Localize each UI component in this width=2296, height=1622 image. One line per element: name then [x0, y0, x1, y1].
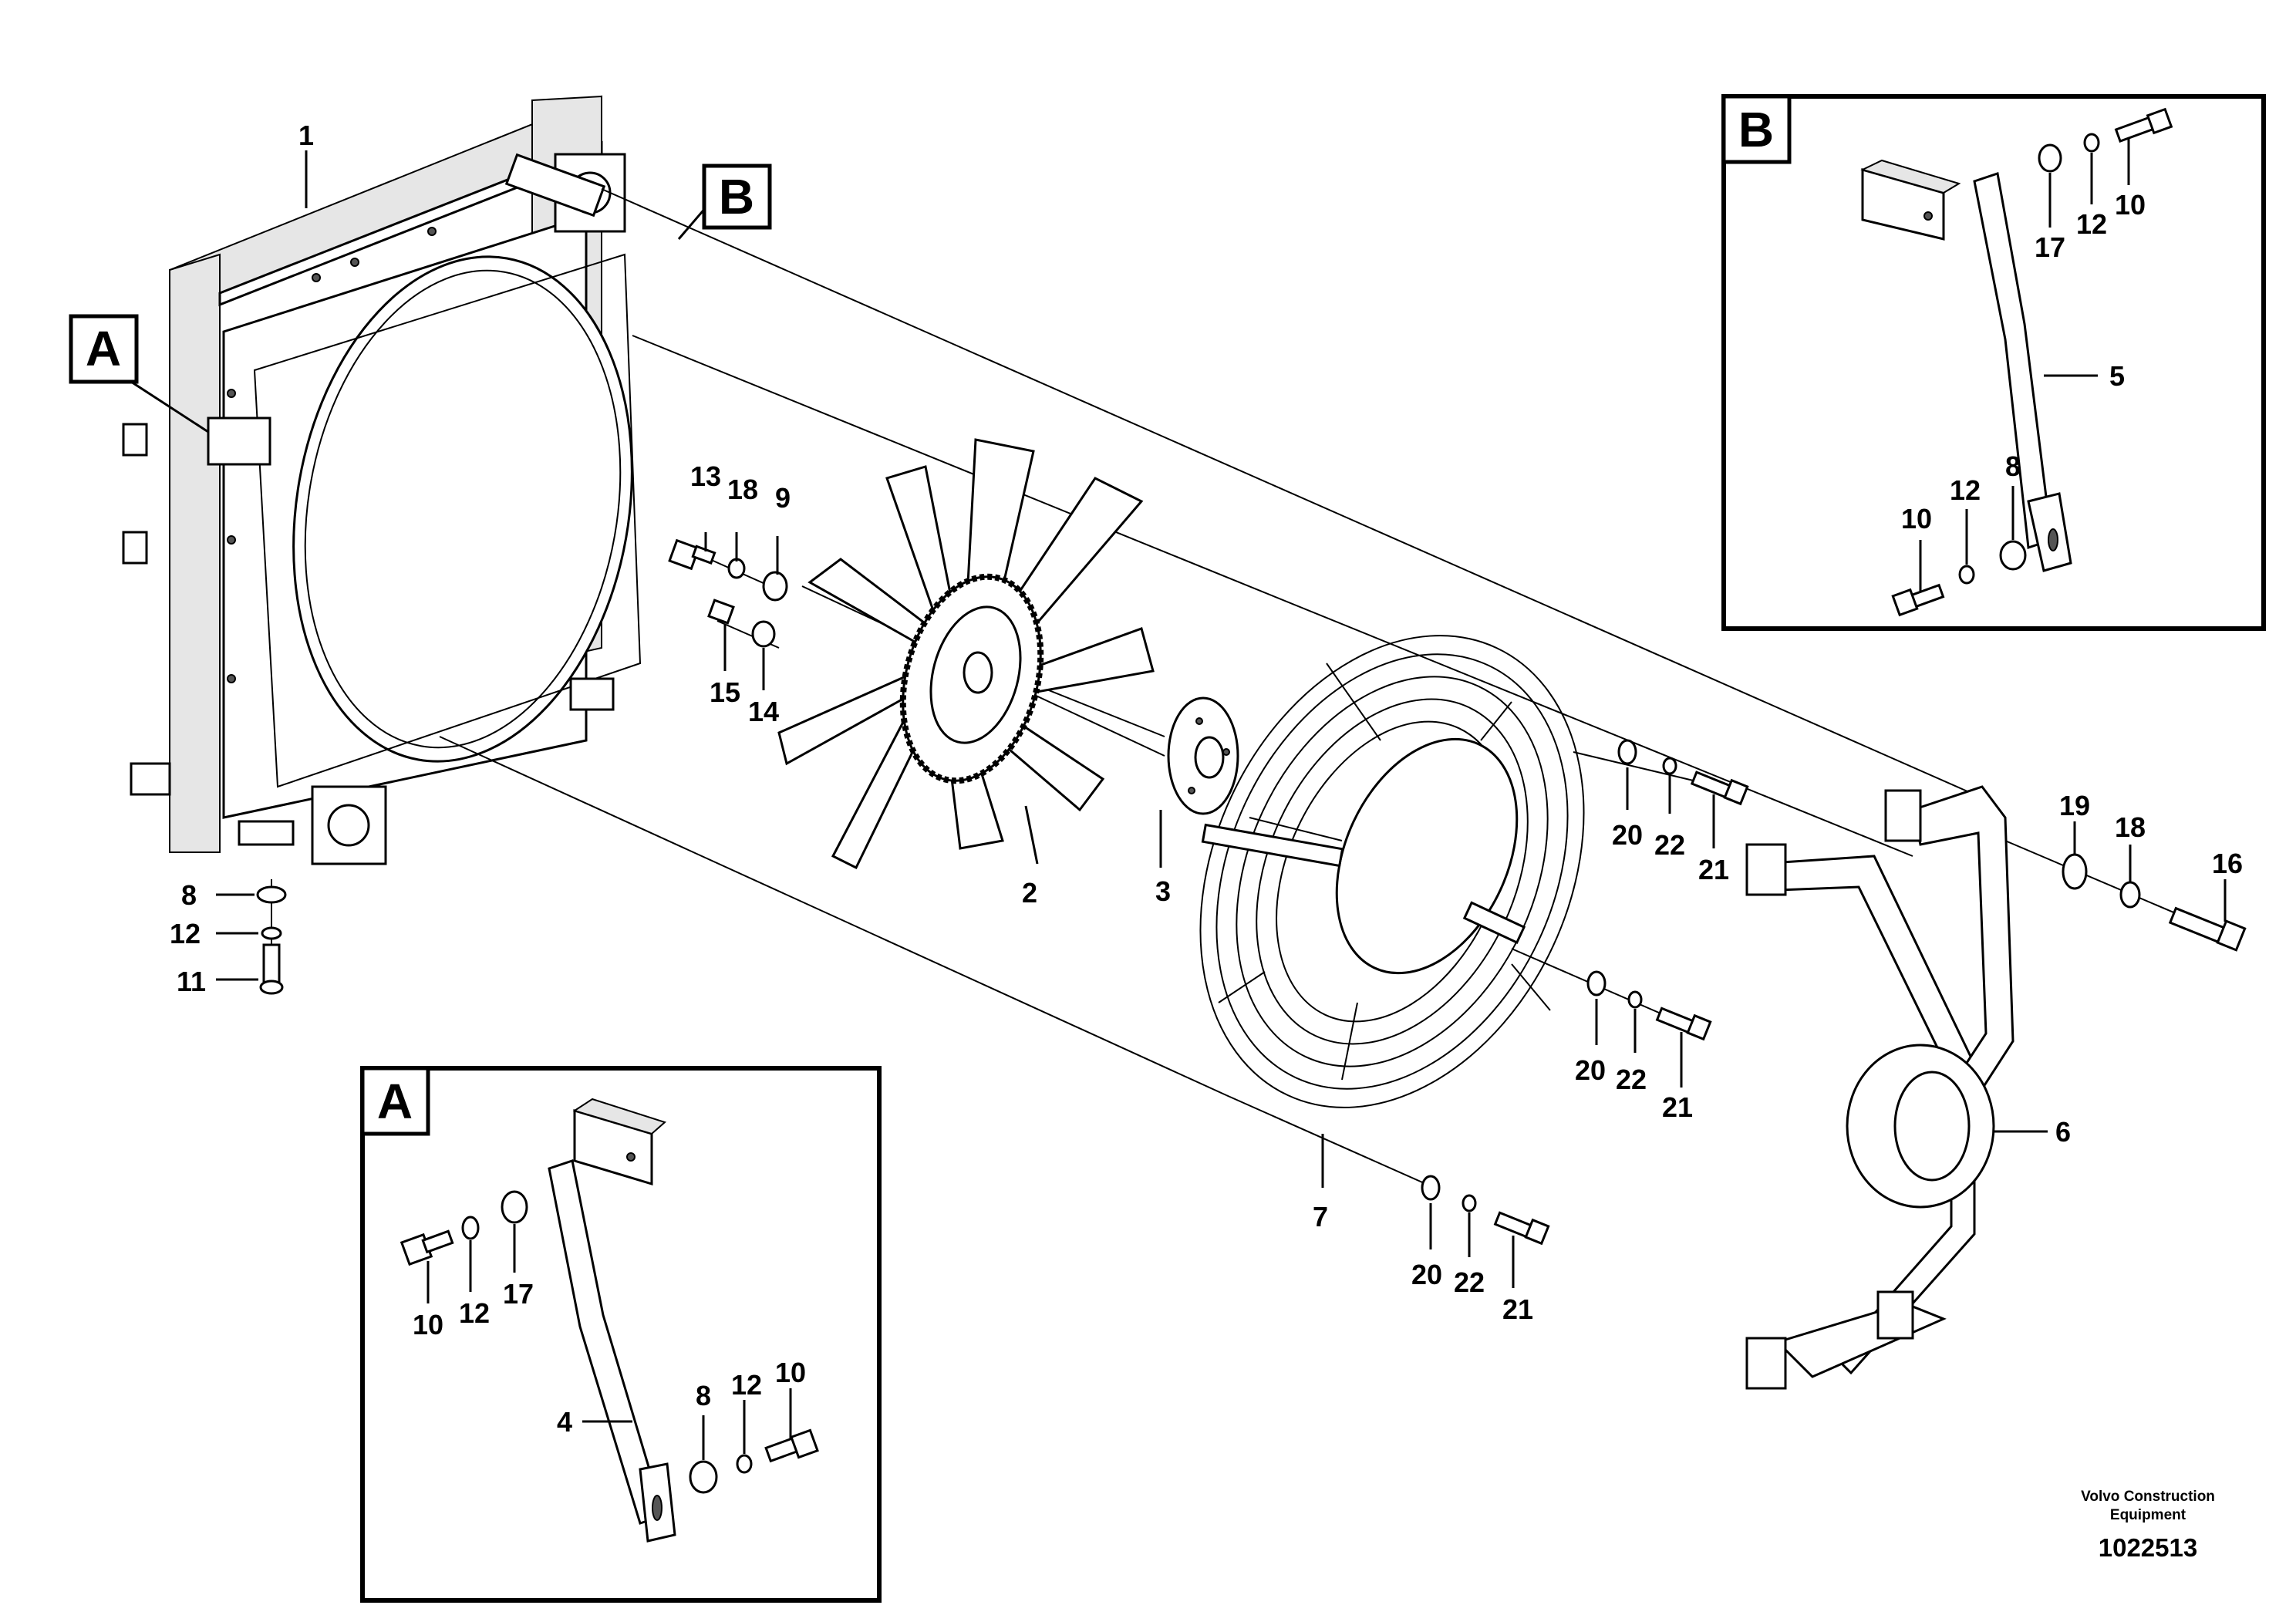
fastener-group-2 [1586, 970, 1712, 1088]
callout-3: 3 [1155, 875, 1171, 907]
callout-1: 1 [298, 120, 314, 151]
fastener-group-1 [1617, 739, 1749, 848]
callout-12: 12 [170, 918, 201, 949]
callout-20-g3: 20 [1411, 1259, 1442, 1290]
brand-line-2: Equipment [2110, 1507, 2186, 1523]
callout-11: 11 [177, 966, 206, 997]
detail-a-callout-8: 8 [696, 1380, 711, 1411]
detail-a-callout-10-lower: 10 [775, 1357, 806, 1388]
callout-18-fan: 18 [727, 474, 758, 505]
callout-13: 13 [690, 460, 721, 492]
detail-view-a-letter: A [377, 1074, 413, 1129]
callout-labels: 1 2 3 6 7 8 12 11 13 18 9 15 14 20 22 21… [170, 120, 2243, 1325]
callout-20-g1: 20 [1612, 819, 1643, 851]
callout-2: 2 [1022, 877, 1037, 909]
callout-15: 15 [710, 676, 740, 708]
fastener-stack-fan [668, 532, 788, 690]
detail-view-a: A 10 12 17 4 8 12 10 [360, 1066, 882, 1603]
detail-view-b: B 17 12 10 5 10 12 8 [1721, 94, 2266, 631]
callout-21-g3: 21 [1502, 1293, 1533, 1325]
callout-22-g3: 22 [1454, 1266, 1485, 1298]
callout-18-bracket: 18 [2115, 811, 2146, 843]
callout-21-g1: 21 [1698, 854, 1729, 885]
detail-a-callout-12-lower: 12 [731, 1369, 762, 1401]
detail-a-callout-17: 17 [503, 1278, 534, 1310]
fan-guard [1199, 635, 1585, 1108]
detail-view-b-letter: B [1738, 102, 1774, 157]
fan-hub [1167, 696, 1239, 815]
view-tag-a-main-letter: A [86, 321, 121, 376]
detail-b-callout-5: 5 [2109, 360, 2125, 392]
fastener-stack-radiator [216, 885, 287, 995]
callout-22-g2: 22 [1616, 1064, 1647, 1095]
detail-b-callout-17: 17 [2035, 231, 2065, 263]
callout-22-g1: 22 [1654, 829, 1685, 861]
callout-9: 9 [775, 482, 791, 514]
detail-b-callout-10: 10 [2115, 189, 2146, 221]
detail-a-callout-10: 10 [413, 1309, 443, 1340]
callout-21-g2: 21 [1662, 1091, 1693, 1123]
detail-a-callout-4: 4 [557, 1406, 572, 1438]
footer: Volvo Construction Equipment 1022513 [2081, 1489, 2215, 1562]
detail-b-callout-8: 8 [2005, 450, 2021, 482]
callout-20-g2: 20 [1575, 1054, 1606, 1086]
callout-14: 14 [748, 696, 779, 727]
detail-b-callout-12: 12 [2076, 208, 2107, 240]
fastener-group-3 [1421, 1175, 1550, 1288]
fastener-stack-bracket [2062, 821, 2247, 952]
view-tag-a-main: A [69, 314, 139, 384]
callout-7: 7 [1313, 1201, 1328, 1233]
brand-line-1: Volvo Construction [2081, 1489, 2215, 1505]
detail-b-callout-10-lower: 10 [1901, 503, 1932, 534]
radiator-assembly [122, 95, 642, 865]
detail-a-callout-12: 12 [459, 1297, 490, 1329]
view-tag-b-main-letter: B [719, 169, 754, 224]
callout-8: 8 [181, 879, 197, 911]
callout-6: 6 [2055, 1116, 2071, 1148]
fan [777, 438, 1155, 870]
support-bracket [1745, 785, 2014, 1390]
callout-19: 19 [2059, 790, 2090, 821]
detail-b-callout-12-lower: 12 [1950, 474, 1981, 506]
view-tag-b-main: B [702, 164, 772, 230]
document-number: 1022513 [2099, 1533, 2197, 1562]
callout-16: 16 [2212, 848, 2243, 879]
